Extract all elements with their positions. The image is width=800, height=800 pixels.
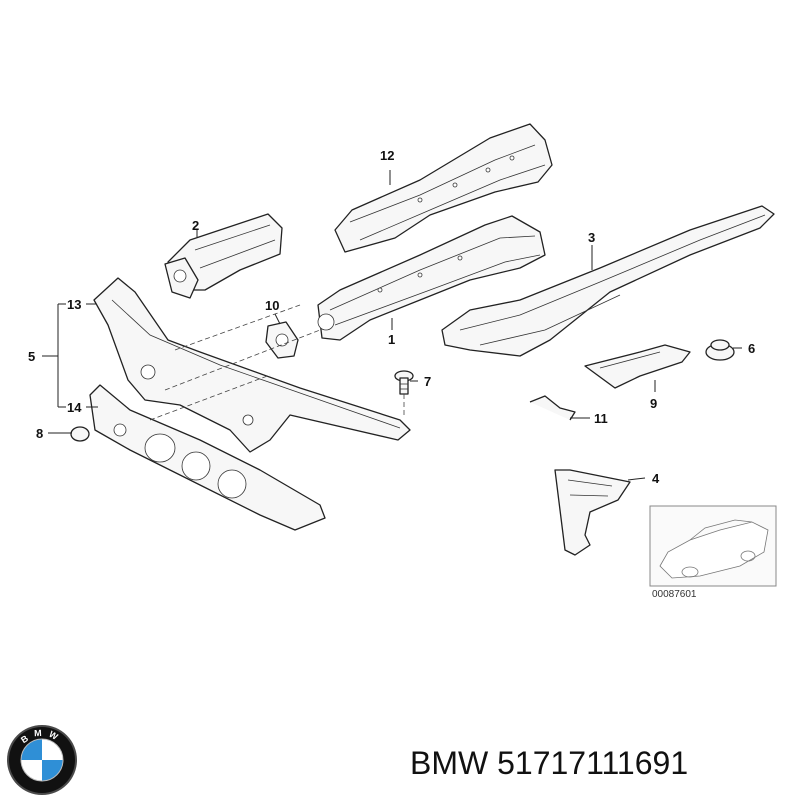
- callout-5: 5: [28, 349, 35, 364]
- brand-name: BMW: [410, 745, 489, 781]
- callout-3: 3: [588, 230, 595, 245]
- part-8-buffer: [70, 426, 90, 442]
- callout-1: 1: [388, 332, 395, 347]
- callout-12: 12: [380, 148, 394, 163]
- car-reference-thumbnail: 00087601: [649, 505, 777, 600]
- part-11-clip: [529, 395, 576, 421]
- part-4-bracket: [554, 469, 631, 556]
- leader-lines: [42, 170, 742, 481]
- part-13-crossmember: [93, 277, 411, 453]
- part-caption: BMW 51717111691: [410, 738, 790, 788]
- diagram-reference-code: 00087601: [652, 589, 697, 600]
- callout-9: 9: [650, 396, 657, 411]
- part-14-panel: [89, 384, 326, 531]
- callout-13: 13: [67, 297, 81, 312]
- bmw-logo: BMW: [7, 725, 77, 795]
- part-2-bracket: [164, 213, 283, 299]
- part-1-member: [317, 215, 546, 341]
- callout-8: 8: [36, 426, 43, 441]
- callout-labels: 12 2 3 10 1 6 7 9 11 13 5 14 8 4: [28, 148, 755, 486]
- callout-6: 6: [748, 341, 755, 356]
- part-9-plate: [584, 344, 691, 389]
- callout-7: 7: [424, 374, 431, 389]
- part-7-bolt: [394, 370, 414, 395]
- callout-10: 10: [265, 298, 279, 313]
- callout-14: 14: [67, 400, 82, 415]
- part-3-rail: [441, 205, 775, 357]
- callout-4: 4: [652, 471, 660, 486]
- part-10-flange: [265, 321, 299, 359]
- callout-2: 2: [192, 218, 199, 233]
- part-6-grommet: [705, 339, 735, 361]
- callout-11: 11: [594, 411, 608, 426]
- assembly-dashed-lines: [149, 304, 405, 421]
- part-12-member: [334, 123, 553, 253]
- part-number: 51717111691: [497, 745, 689, 781]
